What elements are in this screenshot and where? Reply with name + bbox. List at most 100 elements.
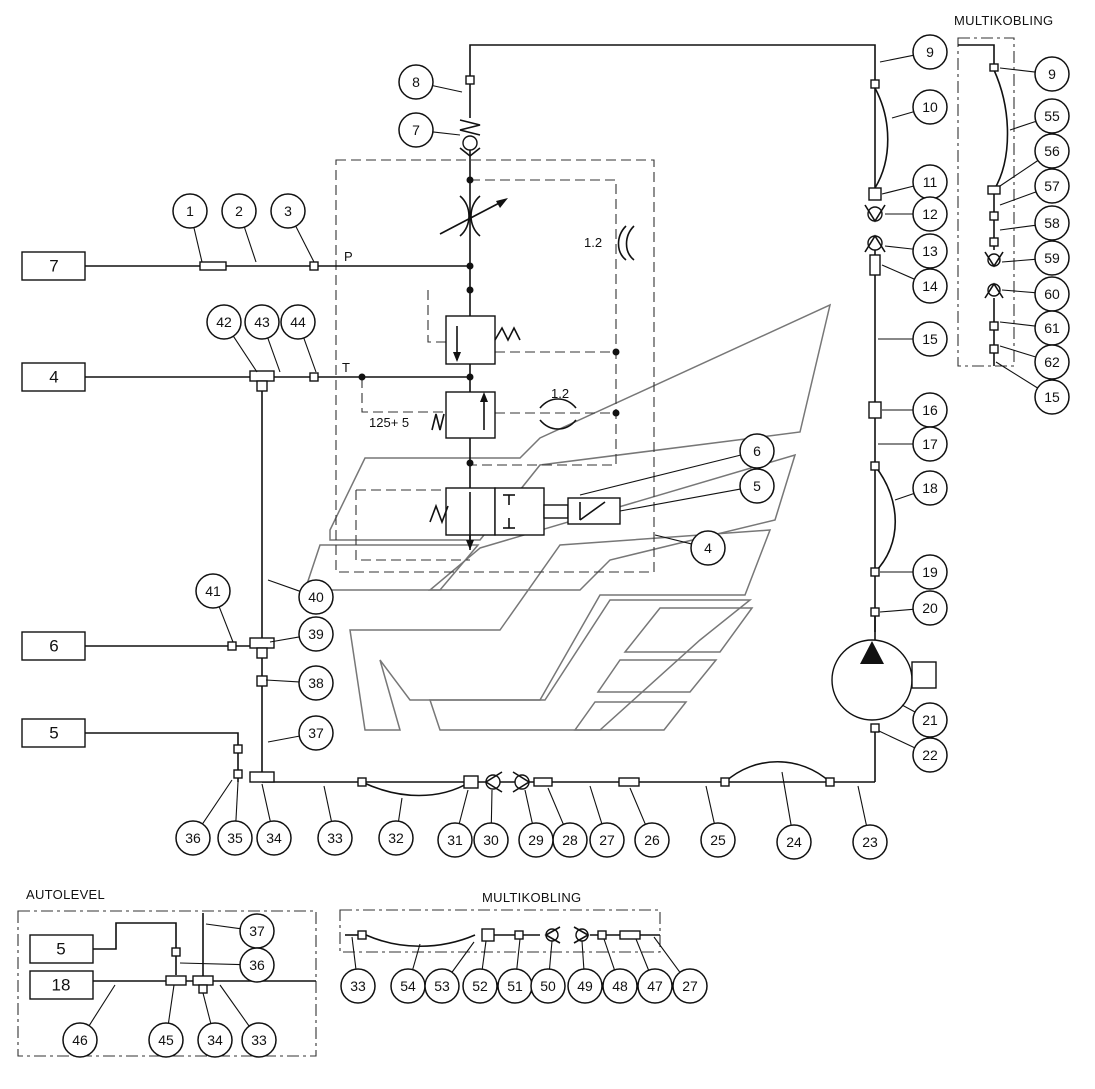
autolevel-inset: 5 18 (17, 910, 317, 1057)
callout-number: 23 (862, 834, 878, 850)
callout-number: 11 (923, 174, 938, 190)
callout-13: 13 (884, 233, 948, 269)
callout-number: 48 (612, 978, 628, 994)
callout-circle (241, 1022, 277, 1058)
solenoid-valve (429, 487, 621, 550)
callout-circle (912, 196, 948, 232)
callout-35: 35 (217, 781, 253, 856)
callout-number: 36 (185, 830, 201, 846)
callout-number: 30 (483, 832, 499, 848)
callout-circle (1034, 344, 1070, 380)
callout-number: 32 (388, 830, 404, 846)
callout-leader (235, 781, 239, 822)
callout-28: 28 (547, 787, 588, 858)
callout-circle (912, 426, 948, 462)
callout-9: 9 (999, 56, 1070, 92)
callout-62: 62 (999, 344, 1070, 380)
callout-leader (894, 492, 915, 501)
callout-leader (548, 940, 553, 970)
callout-leader (269, 636, 300, 643)
callout-leader (516, 938, 521, 970)
callout-23: 23 (852, 785, 888, 860)
callout-number: 28 (562, 832, 578, 848)
relief-valve (431, 391, 496, 439)
callout-leader (303, 337, 317, 373)
callout-leader (412, 943, 421, 970)
callout-number: 14 (922, 278, 938, 294)
callout-circle (1034, 240, 1070, 276)
callout-40: 40 (267, 579, 334, 615)
callout-number: 58 (1044, 215, 1060, 231)
callout-36: 36 (179, 947, 275, 983)
callout-10: 10 (891, 89, 948, 125)
background-logo-watermark (303, 303, 832, 731)
callout-circle (280, 304, 316, 340)
orifice-top-label: 1.2 (584, 235, 602, 250)
callout-number: 37 (249, 923, 265, 939)
callout-leader (881, 185, 914, 195)
callout-number: 44 (290, 314, 306, 330)
pump-21 (831, 616, 937, 721)
callout-leader (589, 785, 603, 824)
multikobling-bottom-title: MULTIKOBLING (482, 890, 581, 905)
callout-15: 15 (995, 361, 1070, 415)
callout-circle (690, 530, 726, 566)
port-box-label: 5 (56, 940, 65, 959)
callout-circle (776, 824, 812, 860)
callout-2: 2 (221, 193, 257, 263)
callout-number: 27 (682, 978, 698, 994)
callout-circle (1034, 98, 1070, 134)
callout-number: 25 (710, 832, 726, 848)
callout-leader (999, 321, 1036, 327)
callout-33: 33 (340, 936, 376, 1004)
callout-circle (739, 468, 775, 504)
callout-24: 24 (776, 771, 812, 860)
callout-circle (912, 34, 948, 70)
port-t-label: T (342, 360, 350, 375)
callout-number: 33 (350, 978, 366, 994)
callout-5: 5 (619, 468, 775, 512)
callout-3: 3 (270, 193, 315, 263)
callout-number: 52 (472, 978, 488, 994)
callout-leader (243, 226, 257, 263)
callout-circle (221, 193, 257, 229)
callout-number: 3 (284, 203, 292, 219)
callout-14: 14 (881, 264, 948, 304)
callout-22: 22 (878, 730, 948, 773)
callout-leader (267, 337, 281, 373)
callout-leader (88, 984, 116, 1026)
callout-circle (298, 715, 334, 751)
callout-33: 33 (317, 785, 353, 856)
callout-26: 26 (629, 787, 670, 858)
callout-circle (602, 968, 638, 1004)
callout-number: 60 (1044, 286, 1060, 302)
callout-29: 29 (518, 789, 554, 858)
callout-leader (857, 785, 867, 826)
callout-circle (912, 233, 948, 269)
callout-number: 36 (249, 957, 265, 973)
callout-number: 45 (158, 1032, 174, 1048)
callout-leader (323, 785, 333, 822)
callout-leader (879, 608, 914, 613)
diagram-labels: P T 1.2 1.2 125+ 5 MULTIKOBLING MULTIKOB… (26, 13, 1053, 905)
callout-circle (1034, 168, 1070, 204)
callout-number: 56 (1044, 143, 1060, 159)
callout-leader (781, 771, 792, 826)
callout-number: 33 (251, 1032, 267, 1048)
callout-circle (398, 112, 434, 148)
callout-leader (705, 785, 715, 824)
callout-number: 27 (599, 832, 615, 848)
callout-leader (167, 984, 175, 1024)
callout-circle (317, 820, 353, 856)
callout-32: 32 (378, 797, 414, 856)
callout-leader (879, 54, 914, 63)
callout-circle (912, 737, 948, 773)
callout-leader (1001, 289, 1036, 294)
callout-circle (437, 822, 473, 858)
callout-number: 15 (1044, 389, 1060, 405)
callout-19: 19 (880, 554, 948, 590)
callout-12: 12 (885, 196, 948, 232)
callout-number: 1 (186, 203, 194, 219)
